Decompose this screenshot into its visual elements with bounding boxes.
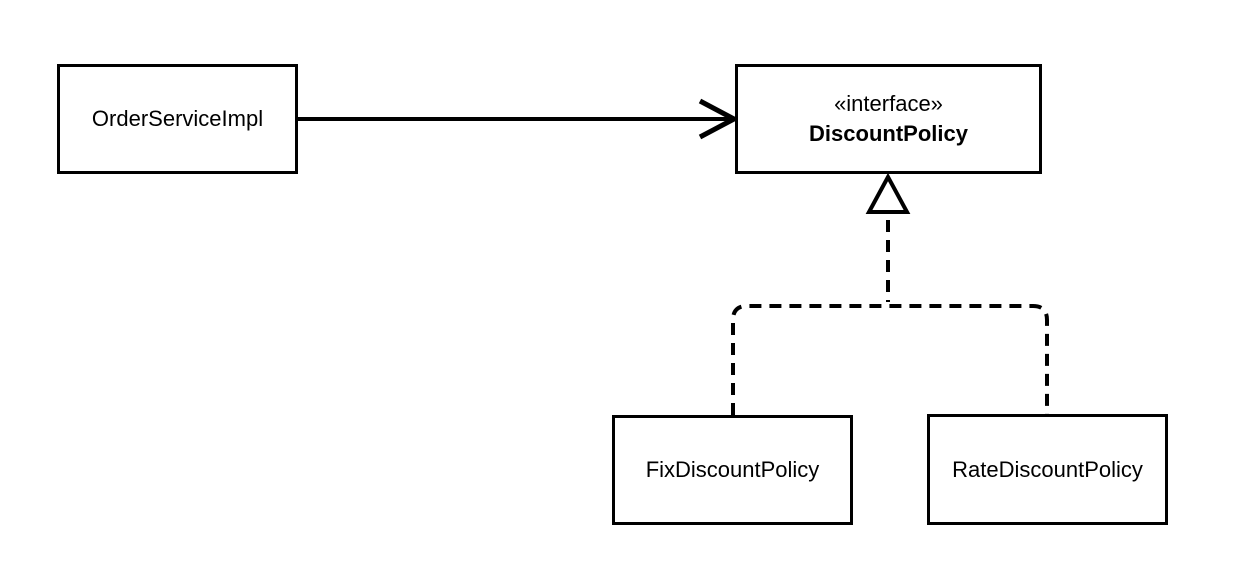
interface-box-discount-policy: «interface» DiscountPolicy [735, 64, 1042, 174]
class-box-fix-discount-policy: FixDiscountPolicy [612, 415, 853, 525]
interface-stereotype-label: «interface» [834, 91, 943, 116]
realization-branch-dashed-line [731, 304, 1049, 415]
hollow-triangle-arrowhead-icon [865, 172, 911, 214]
class-name-label: FixDiscountPolicy [645, 457, 820, 482]
open-arrowhead-icon [698, 98, 740, 140]
class-name-label: OrderServiceImpl [91, 106, 264, 131]
class-name-label: RateDiscountPolicy [952, 456, 1143, 482]
class-box-rate-discount-policy: RateDiscountPolicy [927, 414, 1168, 525]
class-box-order-service-impl: OrderServiceImpl [57, 64, 298, 174]
interface-name-label: DiscountPolicy [809, 121, 968, 146]
